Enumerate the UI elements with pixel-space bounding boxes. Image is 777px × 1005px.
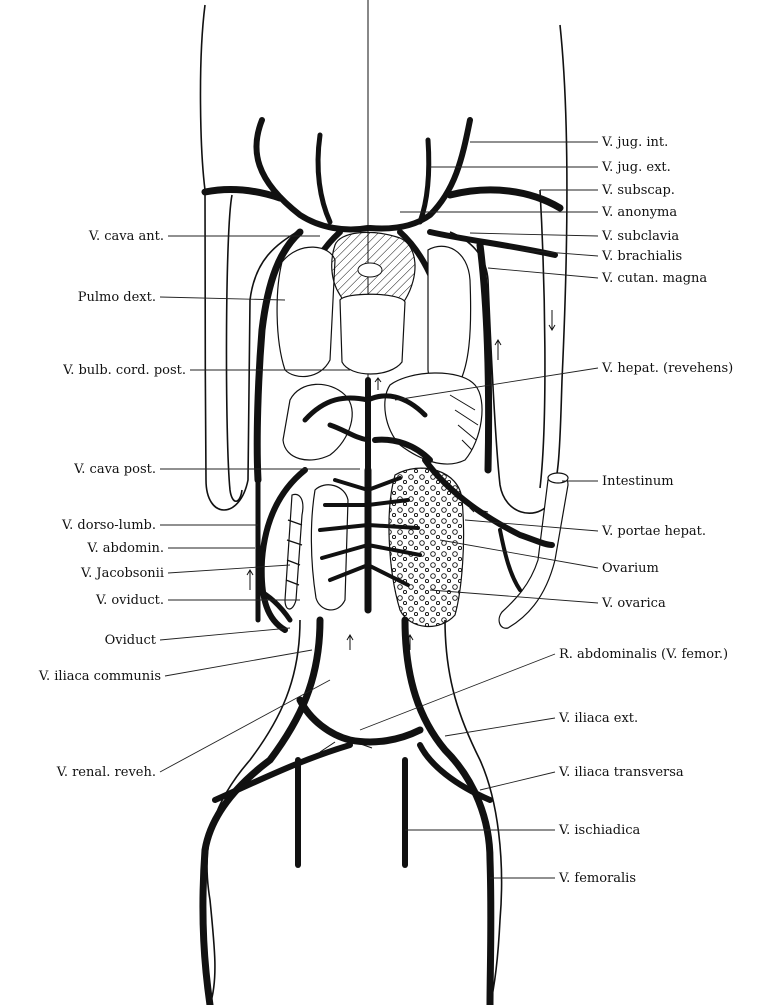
label-renal-reveh: V. renal. reveh. bbox=[56, 765, 156, 780]
label-anonyma: V. anonyma bbox=[601, 205, 677, 220]
label-femoralis: V. femoralis bbox=[558, 871, 636, 886]
lung-left bbox=[428, 246, 471, 394]
label-subscap: V. subscap. bbox=[601, 183, 675, 198]
label-jug-ext: V. jug. ext. bbox=[601, 160, 671, 175]
label-subclavia: V. subclavia bbox=[601, 229, 679, 244]
label-r-abdominalis: R. abdominalis (V. femor.) bbox=[559, 647, 728, 662]
label-jacobsonii: V. Jacobsonii bbox=[80, 566, 164, 581]
label-hepat-revehens: V. hepat. (revehens) bbox=[601, 361, 733, 376]
oviduct bbox=[285, 494, 303, 609]
intestine bbox=[499, 473, 568, 628]
label-portae-hepat: V. portae hepat. bbox=[601, 524, 706, 539]
label-ischiadica: V. ischiadica bbox=[558, 823, 641, 838]
label-pulmo-dext: Pulmo dext. bbox=[78, 290, 156, 305]
labels-left: V. cava ant. Pulmo dext. V. bulb. cord. … bbox=[38, 229, 186, 780]
label-cutan-magna: V. cutan. magna bbox=[601, 271, 707, 286]
label-ovarium: Ovarium bbox=[602, 561, 659, 576]
label-abdomin: V. abdomin. bbox=[86, 541, 164, 556]
label-bulb-cord-post: V. bulb. cord. post. bbox=[62, 363, 186, 378]
hindlimb-veins bbox=[203, 620, 491, 1005]
label-cava-ant: V. cava ant. bbox=[88, 229, 164, 244]
heart bbox=[332, 232, 415, 374]
label-oviduct: Oviduct bbox=[105, 633, 157, 648]
lung-right bbox=[277, 247, 335, 376]
label-brachialis: V. brachialis bbox=[601, 249, 682, 264]
labels-right: V. jug. int. V. jug. ext. V. subscap. V.… bbox=[558, 135, 733, 886]
label-ovarica: V. ovarica bbox=[601, 596, 666, 611]
label-dorso-lumb: V. dorso-lumb. bbox=[61, 518, 156, 533]
label-iliaca-communis: V. iliaca communis bbox=[38, 669, 161, 684]
label-oviduct-vein: V. oviduct. bbox=[95, 593, 164, 608]
ovary bbox=[389, 468, 464, 626]
label-intestinum: Intestinum bbox=[602, 474, 674, 489]
liver bbox=[283, 373, 482, 464]
label-cava-post: V. cava post. bbox=[73, 462, 156, 477]
label-iliaca-transversa: V. iliaca transversa bbox=[558, 765, 684, 780]
label-iliaca-ext: V. iliaca ext. bbox=[558, 711, 638, 726]
label-jug-int: V. jug. int. bbox=[601, 135, 668, 150]
